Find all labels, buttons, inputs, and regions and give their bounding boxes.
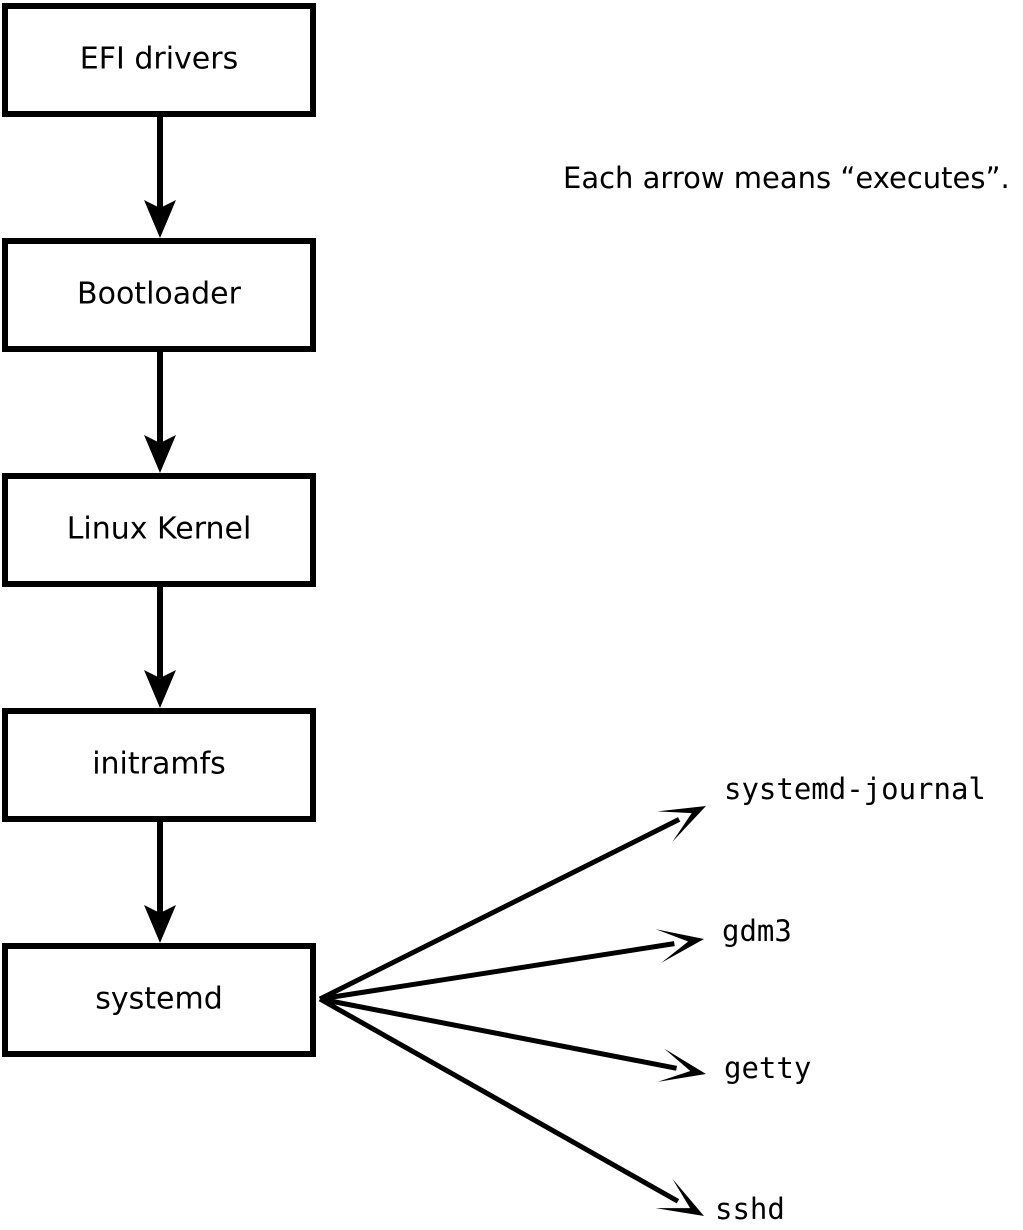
chain-arrow-bootloader-to-kernel (144, 352, 176, 473)
node-label: Bootloader (77, 277, 242, 312)
node-box-border (2, 3, 316, 117)
fanout-arrow-line (318, 817, 681, 1002)
node-label: initramfs (92, 747, 226, 782)
service-label-getty: getty (724, 1051, 811, 1085)
node-box-border (2, 708, 316, 822)
chain-arrow-head (144, 200, 176, 238)
node-initramfs[interactable]: initramfs (2, 708, 316, 822)
node-label: systemd (95, 982, 223, 1017)
node-box-border (2, 238, 316, 352)
node-box-border (2, 473, 316, 587)
chain-arrow-initramfs-to-systemd (144, 822, 176, 943)
node-systemd[interactable]: systemd (2, 943, 316, 1057)
node-linux-kernel[interactable]: Linux Kernel (2, 473, 316, 587)
fanout-arrow-getty (319, 996, 706, 1082)
service-label-sshd: sshd (715, 1192, 785, 1226)
fanout-arrow-line (319, 996, 678, 1071)
chain-arrow-head (144, 435, 176, 473)
fanout-arrow-head (655, 929, 704, 963)
node-efi-drivers[interactable]: EFI drivers (2, 3, 316, 117)
fanout-arrow-line (319, 941, 675, 1002)
chain-arrow-head (144, 905, 176, 943)
fanout-arrow-line (318, 996, 680, 1204)
node-bootloader[interactable]: Bootloader (2, 238, 316, 352)
fanout-arrow-head (655, 1178, 704, 1216)
fanout-arrow-gdm3 (319, 929, 704, 1002)
service-label-systemd-journal: systemd-journal (724, 772, 986, 806)
fanout-arrow-systemd-journal (318, 806, 706, 1002)
node-label: Linux Kernel (67, 512, 252, 547)
chain-arrow-efi-to-bootloader (144, 117, 176, 238)
fanout-arrow-sshd (318, 996, 704, 1216)
fanout-arrow-head (657, 1048, 706, 1082)
service-label-gdm3: gdm3 (722, 914, 792, 948)
chain-arrow-kernel-to-initramfs (144, 587, 176, 708)
diagram-caption: Each arrow means “executes”. (563, 161, 1010, 195)
chain-arrow-head (144, 670, 176, 708)
node-label: EFI drivers (80, 42, 238, 77)
fanout-arrow-head (657, 806, 706, 842)
node-box-border (2, 943, 316, 1057)
